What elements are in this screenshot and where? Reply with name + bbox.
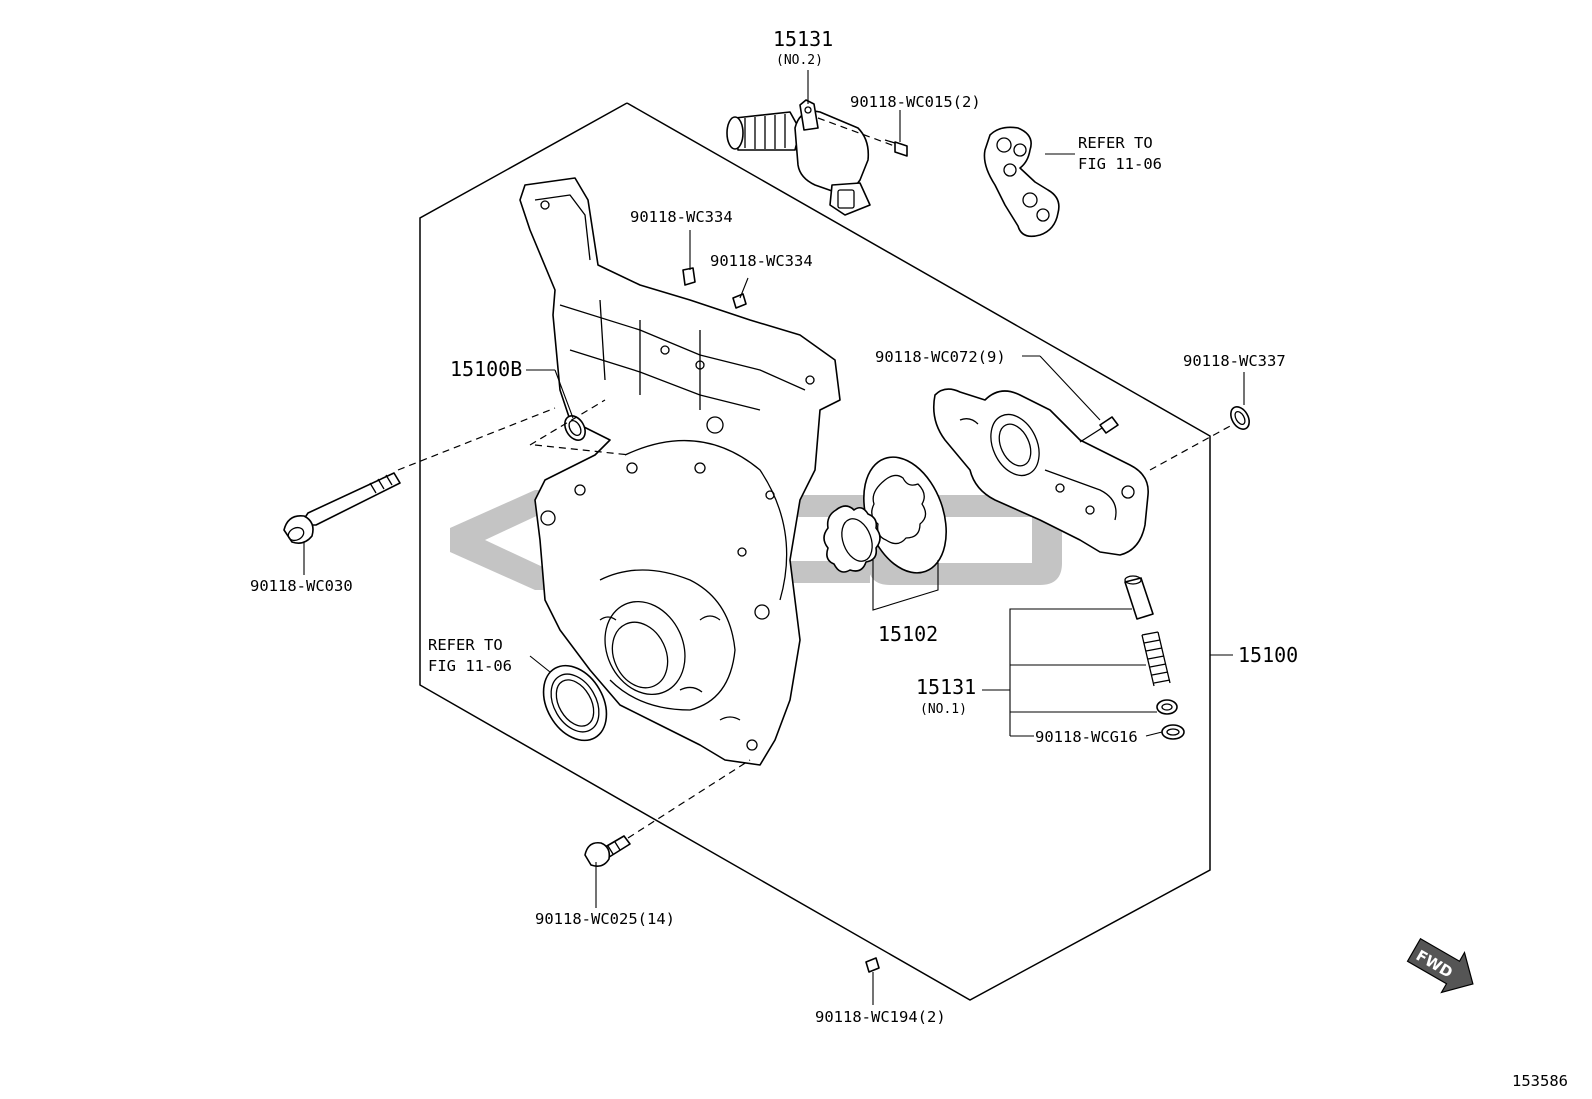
o-ring-path — [529, 399, 631, 456]
long-bolt-path — [397, 407, 556, 471]
label-valve-no: 15131 — [916, 675, 976, 699]
stud-wc334-a — [682, 267, 696, 286]
label-stud-wc334-a: 90118-WC334 — [630, 208, 733, 226]
bolt-wc072 — [1079, 416, 1119, 443]
label-stud-wc334-b: 90118-WC334 — [710, 252, 813, 270]
label-rotor-15102: 15102 — [878, 622, 938, 646]
label-oring-15100b: 15100B — [450, 357, 522, 381]
relief-valve-plunger — [1124, 575, 1154, 620]
label-solenoid-no: 15131 — [773, 27, 833, 51]
leader-lines — [303, 70, 1245, 1005]
bolt-wc025-path — [627, 759, 751, 839]
fwd-arrow-icon: FWD — [1406, 937, 1474, 994]
label-refer-left-1: REFER TO — [428, 636, 503, 654]
figure-number: 153586 — [1512, 1072, 1568, 1090]
bolt-wc025 — [584, 835, 631, 867]
label-refer-top-2: FIG 11-06 — [1078, 155, 1162, 173]
front-oil-seal — [542, 664, 608, 742]
o-ring-15100b — [564, 415, 586, 441]
bolt-wc015-path — [817, 117, 901, 149]
label-valve-sub: (NO.1) — [920, 702, 967, 717]
label-washer-wcg16: 90118-WCG16 — [1035, 728, 1138, 746]
label-refer-left-2: FIG 11-06 — [428, 657, 512, 675]
long-bolt-wc030 — [283, 472, 401, 544]
oil-control-valve-solenoid — [726, 99, 871, 216]
stud-wc334-b — [732, 293, 747, 309]
label-bolt-wc025: 90118-WC025(14) — [535, 910, 675, 928]
oil-pump-rotors — [823, 456, 947, 574]
o-ring-wc337 — [1230, 406, 1250, 430]
dowel-pin-wc194 — [865, 957, 880, 973]
relief-valve-spring — [1141, 631, 1171, 687]
label-bolt-wc072: 90118-WC072(9) — [875, 348, 1006, 366]
bolt-wc015 — [884, 139, 908, 157]
label-refer-top-1: REFER TO — [1078, 134, 1153, 152]
assembly-frame — [419, 102, 1211, 1001]
label-oring-wc337: 90118-WC337 — [1183, 352, 1286, 370]
label-bolt-wc030: 90118-WC030 — [250, 577, 353, 595]
timing-cover — [519, 177, 841, 766]
oil-pump-cover — [932, 388, 1149, 556]
ocv-gasket — [983, 126, 1060, 238]
label-pin-wc194: 90118-WC194(2) — [815, 1008, 946, 1026]
o-ring-wc337-path — [1149, 424, 1233, 471]
label-assy-15100: 15100 — [1238, 643, 1298, 667]
washer-wcg16 — [1156, 699, 1185, 740]
label-solenoid-sub: (NO.2) — [776, 53, 823, 68]
label-bolt-wc015: 90118-WC015(2) — [850, 93, 981, 111]
